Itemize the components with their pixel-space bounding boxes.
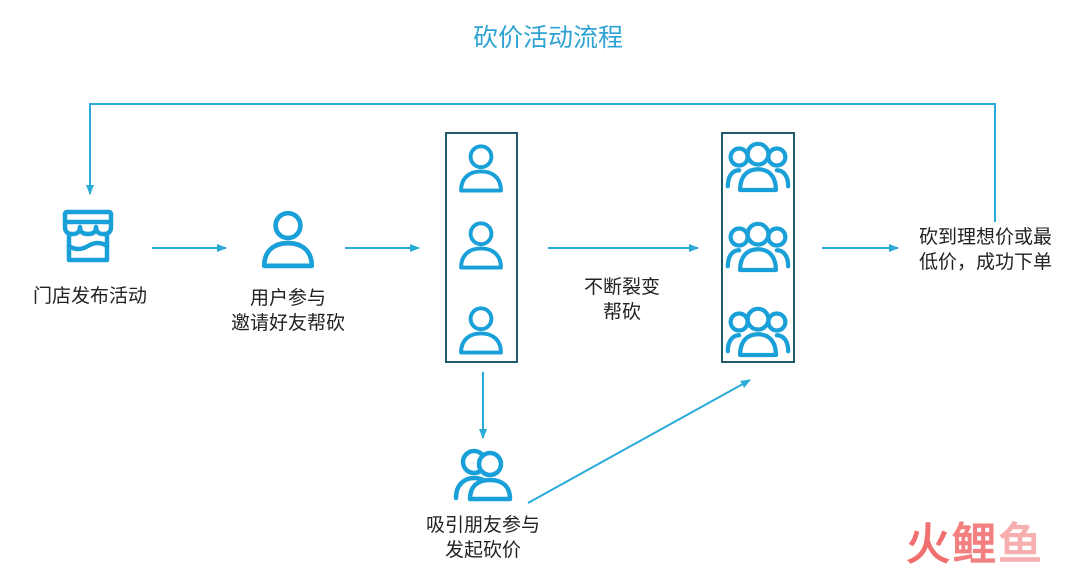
group-icon [728,309,788,355]
store-step-line: 门店发布活动 [32,285,147,307]
group-icon [728,224,788,270]
fission-step-line-1: 不断裂变 [583,276,660,298]
friends-step-line-1: 吸引朋友参与 [425,514,540,536]
fission-step-label: 不断裂变 帮砍 [552,275,692,325]
watermark-logo: 火鲤鱼 [906,520,1066,570]
two-person-icon [456,451,510,499]
watermark-char: 火 [906,519,952,570]
friends-step-label: 吸引朋友参与 发起砍价 [403,513,563,563]
store-icon [65,212,111,260]
groups-box [721,132,795,363]
group-icon [728,144,788,190]
diagram-title: 砍价活动流程 [472,23,623,52]
person-icon [264,213,312,266]
user-step-line-2: 邀请好友帮砍 [230,312,345,334]
final-step-label: 砍到理想价或最 低价，成功下单 [919,225,1069,275]
arrow-friends-to-groups [527,379,751,504]
feedback-loop-arrow [86,103,996,222]
user-step-label: 用户参与 邀请好友帮砍 [208,286,368,336]
final-step-line-2: 低价，成功下单 [919,251,1053,273]
friends-step-line-2: 发起砍价 [444,539,521,561]
watermark-char: 鱼 [998,519,1044,570]
fission-step-line-2: 帮砍 [602,301,641,323]
final-step-line-1: 砍到理想价或最 [919,226,1053,248]
watermark-char: 鲤 [952,519,998,570]
helper-person-icon [459,221,503,270]
helper-person-icon [459,144,503,193]
store-step-label: 门店发布活动 [20,284,160,309]
user-step-line-1: 用户参与 [249,287,326,309]
helper-person-icon [459,306,503,355]
helpers-box [445,132,518,363]
